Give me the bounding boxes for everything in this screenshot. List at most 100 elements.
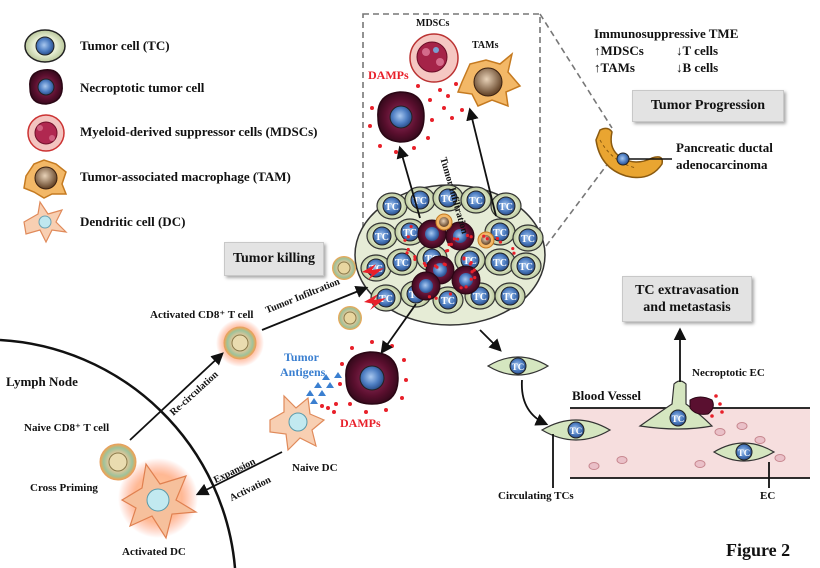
inset-mdsc-icon — [409, 33, 459, 83]
damp-dot — [512, 251, 516, 255]
lightning-icons — [362, 264, 386, 310]
tumor-cell-icon: TC — [494, 282, 526, 310]
legend-label-tam: Tumor-associated macrophage (TAM) — [80, 169, 291, 184]
red-blood-cell — [588, 462, 600, 470]
ec-label: EC — [760, 490, 776, 502]
damp-dot — [413, 257, 417, 262]
tme-mdscs: ↑MDSCs — [594, 43, 644, 58]
legend-dendritic-cell-icon — [23, 200, 68, 244]
damp-dot — [459, 286, 463, 290]
tumor-cell-label: TC — [441, 296, 455, 307]
inset-tams-label: TAMs — [472, 40, 499, 51]
circulating-tcs-label: Circulating TCs — [498, 490, 574, 502]
legend-necroptotic-cell-icon — [29, 69, 63, 105]
red-blood-cell — [616, 456, 628, 464]
legend-label-necroptotic: Necroptotic tumor cell — [80, 80, 205, 95]
tumor-cell-label: TC — [463, 256, 477, 267]
tumor-cell-label: TC — [375, 232, 389, 243]
tumor-cell-icon: TC — [432, 286, 464, 314]
damp-dot — [409, 224, 413, 229]
cluster-immune-cell-icon — [477, 231, 495, 249]
damp-dot — [406, 235, 410, 239]
t-cell-icons — [332, 256, 362, 330]
damp-dot — [403, 238, 407, 242]
damp-dot — [456, 237, 460, 241]
inset-necroptotic-cell-icon — [377, 91, 425, 143]
tumor-cell-icon: TC — [510, 252, 542, 280]
damp-dot — [498, 240, 503, 244]
spindle-tumor-cell-icon: TC — [712, 442, 776, 462]
spindle-cell-label: TC — [512, 362, 525, 372]
naive-cd8-t-cell-icon — [99, 443, 137, 481]
tumor-cell-icon: TC — [366, 222, 398, 250]
tumor-cell-icon: TC — [484, 248, 516, 276]
tumor-cell-icon: TC — [376, 192, 408, 220]
tumor-cell-label: TC — [413, 196, 427, 207]
damp-dot — [485, 237, 489, 241]
tumor-antigens-label-2: Antigens — [280, 365, 326, 379]
damp-dot — [465, 233, 470, 238]
necroptotic-ec-icon — [689, 394, 724, 418]
figure-label: Figure 2 — [726, 540, 791, 560]
red-blood-cell — [736, 422, 748, 430]
damp-dot — [406, 247, 410, 252]
red-blood-cell — [754, 436, 766, 444]
tumor-cell-label: TC — [521, 234, 535, 245]
pancreas-icon — [595, 127, 672, 179]
damps-label: DAMPs — [340, 416, 381, 430]
tme-tcells: ↓T cells — [676, 43, 719, 58]
tumor-cell-label: TC — [499, 202, 513, 213]
lymph-node-boundary — [0, 338, 237, 568]
damp-dot — [434, 296, 438, 300]
activated-dc-icon — [118, 458, 198, 540]
damp-dot — [469, 277, 473, 281]
cluster-immune-cell-icon — [435, 213, 453, 231]
tumor-cell-label: TC — [503, 292, 517, 303]
damp-dot — [405, 251, 409, 255]
legend-label-mdsc: Myeloid-derived suppressor cells (MDSCs) — [80, 124, 318, 139]
migrating-tumor-cells: TC TC TC TC — [486, 356, 776, 462]
tumor-cell-label: TC — [473, 292, 487, 303]
naive-dc-label: Naive DC — [292, 462, 338, 474]
legend-mdsc-icon — [27, 114, 65, 152]
tumor-cell-label: TC — [379, 294, 393, 305]
spindle-tumor-cell-icon: TC — [540, 419, 612, 441]
damp-dot — [469, 235, 473, 239]
legend-tumor-cell-icon — [24, 29, 66, 63]
tumor-cell-label: TC — [519, 262, 533, 273]
damp-dot — [511, 246, 515, 251]
red-blood-cell — [774, 454, 786, 462]
necroptotic-cell-icon — [411, 271, 441, 301]
damp-dot — [449, 242, 453, 247]
damp-dot — [482, 234, 486, 238]
tumor-killing-box: Tumor killing — [224, 242, 324, 276]
naive-dc-icon — [269, 394, 326, 452]
pancreas-label-1: Pancreatic ductal — [676, 140, 773, 155]
damp-dot — [495, 236, 500, 241]
necroptotic-cell-damps-icon — [320, 340, 408, 414]
damp-dot — [427, 295, 432, 299]
tumor-progression-box: Tumor Progression — [632, 90, 784, 122]
extravasating-cell-label: TC — [672, 414, 685, 424]
legend-label-tumor-cell: Tumor cell (TC) — [80, 38, 170, 53]
tumor-cell-icon: TC — [386, 248, 418, 276]
spindle-cell-label: TC — [738, 448, 751, 458]
tumor-antigens-label-1: Tumor — [284, 350, 319, 364]
red-blood-cell — [714, 428, 726, 436]
extravasating-tumor-cell-icon: TC — [638, 380, 714, 430]
legend-tam-icon — [23, 159, 68, 199]
tumor-cell-label: TC — [469, 196, 483, 207]
tumor-cell-label: TC — [385, 202, 399, 213]
blood-vessel — [570, 407, 810, 479]
tme-title: Immunosuppressive TME — [594, 26, 739, 41]
tumor-cell-icon: TC — [490, 192, 522, 220]
tumor-cell-label: TC — [441, 194, 455, 205]
lymph-node-label: Lymph Node — [6, 374, 78, 389]
naive-cd8-label: Naive CD8⁺ T cell — [24, 422, 110, 434]
pancreas-label-2: adenocarcinoma — [676, 157, 768, 172]
blood-vessel-label: Blood Vessel — [572, 388, 641, 403]
tumor-cell-label: TC — [493, 228, 507, 239]
